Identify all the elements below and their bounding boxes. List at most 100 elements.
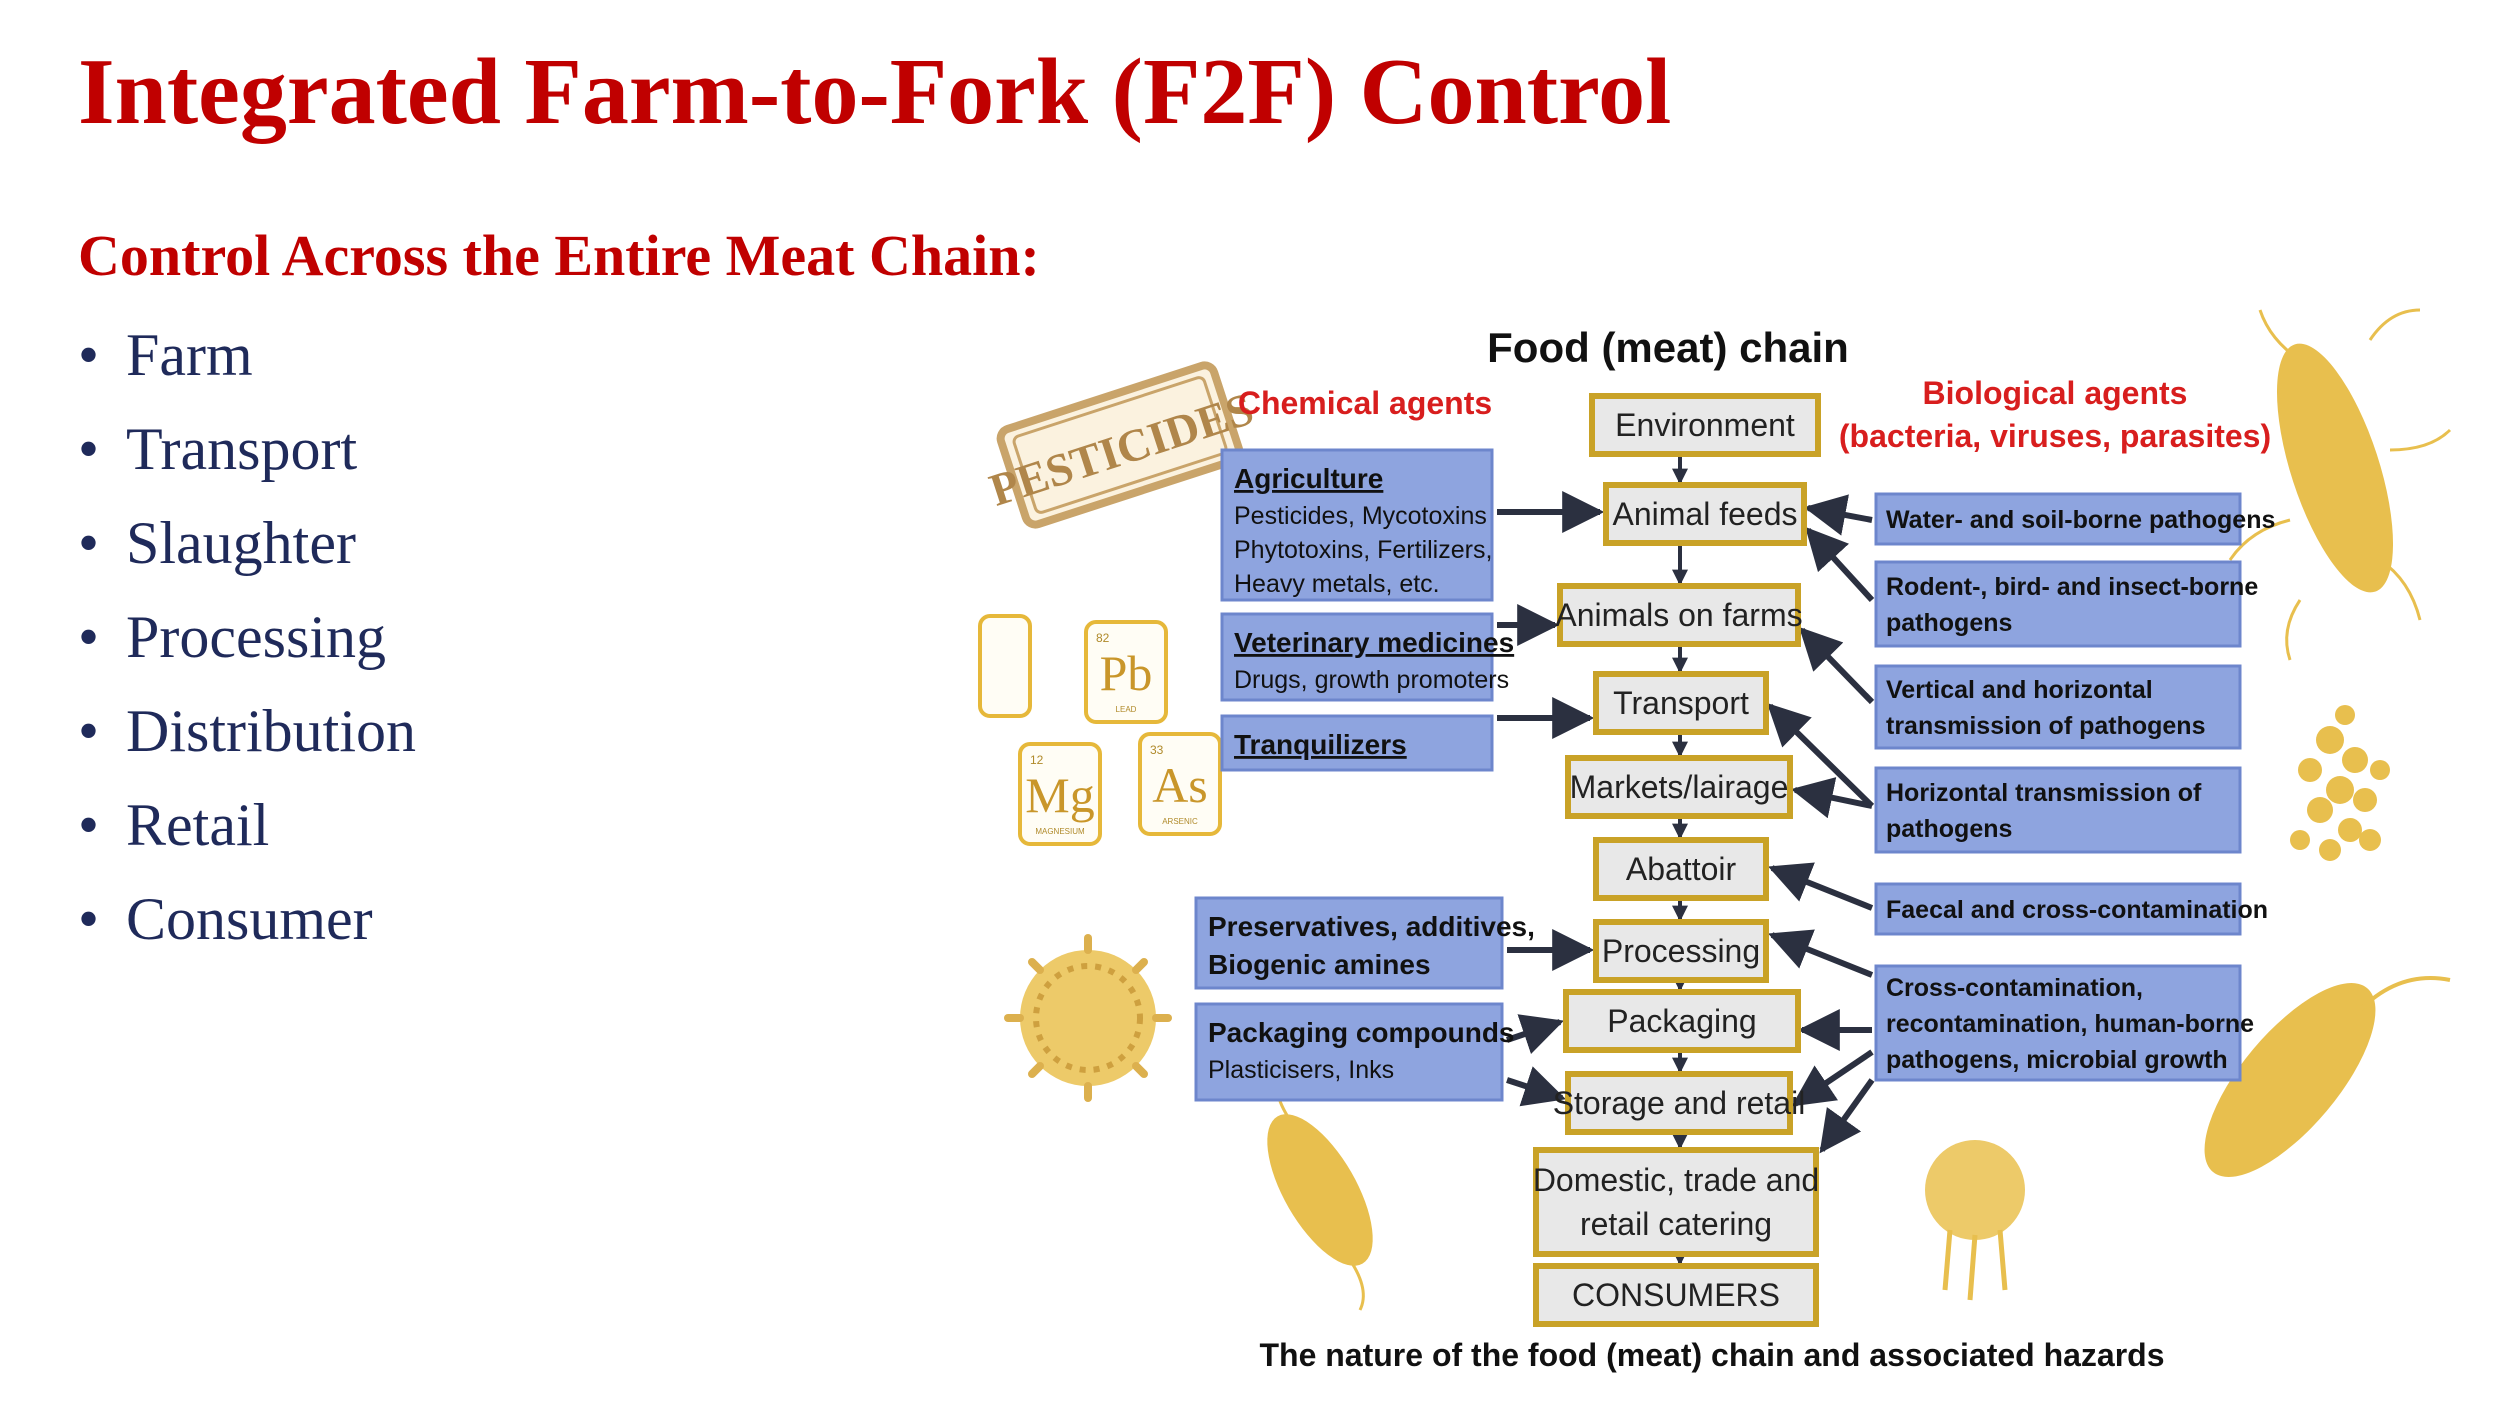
chemical-box-text: Drugs, growth promoters <box>1234 666 1509 694</box>
arrow-connector <box>1803 494 1873 536</box>
bullet-item: • Retail <box>78 778 416 872</box>
bullet-text: Slaughter <box>126 510 356 576</box>
bullet-item: • Distribution <box>78 684 416 778</box>
chain-box: Animal feeds <box>1603 482 1807 546</box>
biological-box-text: pathogens <box>1886 815 2012 843</box>
chemical-box-text: Heavy metals, etc. <box>1234 570 1440 598</box>
arrow-connector <box>1805 526 1875 603</box>
bullet-text: Farm <box>126 322 253 388</box>
chain-box: Transport <box>1593 671 1769 735</box>
chemical-box-text: Plasticisers, Inks <box>1208 1056 1394 1084</box>
bullet-dot-icon: • <box>78 322 100 388</box>
biological-agents-heading: Biological agents (bacteria, viruses, pa… <box>1839 375 2271 454</box>
chemical-box-heading: Veterinary medicines <box>1234 627 1514 658</box>
hairy-bacterium-icon <box>1267 1069 1373 1311</box>
chain-box-label: Environment <box>1615 407 1795 443</box>
chain-box: CONSUMERS <box>1533 1263 1819 1327</box>
arrow-connector <box>1791 1049 1874 1107</box>
chain-box-label: Animal feeds <box>1613 496 1798 532</box>
chain-box-label: Domestic, trade and <box>1533 1162 1819 1198</box>
biological-boxes: Water- and soil-borne pathogensRodent-, … <box>1874 492 2275 1082</box>
biological-box-text: Vertical and horizontal <box>1886 676 2153 704</box>
element-number: 82 <box>1096 631 1110 645</box>
element-number: 33 <box>1150 743 1164 757</box>
biological-heading-line: (bacteria, viruses, parasites) <box>1839 418 2271 454</box>
bacteria-cluster-icon <box>2290 705 2390 861</box>
element-symbol: As <box>1152 757 1208 813</box>
arrow-connector <box>1768 929 1874 978</box>
chemical-box-text: Phytotoxins, Fertilizers, <box>1234 536 1492 564</box>
page-title: Integrated Farm-to-Fork (F2F) Control <box>78 40 1672 144</box>
chain-box-label: Abattoir <box>1626 851 1737 887</box>
bullet-text: Processing <box>126 604 386 670</box>
chemical-box-heading: Biogenic amines <box>1208 949 1431 980</box>
chain-box-label: Transport <box>1613 685 1749 721</box>
chain-box-label: Markets/lairage <box>1570 769 1789 805</box>
virus-icon <box>1004 934 1172 1102</box>
element-number: 12 <box>1030 753 1044 767</box>
decorative-illustrations <box>1004 308 2452 1311</box>
arrow-connector <box>1767 703 1875 809</box>
bullet-item: • Farm <box>78 308 416 402</box>
chemical-box-text: Pesticides, Mycotoxins <box>1234 502 1487 530</box>
bullet-dot-icon: • <box>78 604 100 670</box>
biological-box-text: Water- and soil-borne pathogens <box>1886 506 2275 534</box>
bullet-dot-icon: • <box>78 698 100 764</box>
chain-box-label: Animals on farms <box>1555 597 1802 633</box>
biological-hazard-box: Cross-contamination, recontamination, hum… <box>1874 964 2254 1082</box>
chain-box: Markets/lairage <box>1565 755 1793 819</box>
chain-box: Animals on farms <box>1555 583 1803 647</box>
chain-box: Abattoir <box>1593 837 1769 901</box>
bacillus-icon <box>2204 976 2451 1177</box>
element-name: ARSENIC <box>1162 817 1198 826</box>
chain-box: Storage and retail <box>1553 1071 1806 1135</box>
arrow-connector <box>1819 1078 1875 1154</box>
chain-box: Packaging <box>1563 989 1801 1053</box>
diagram-title: Food (meat) chain <box>1487 324 1849 371</box>
bullet-dot-icon: • <box>78 886 100 952</box>
bullet-text: Retail <box>126 792 270 858</box>
bullet-item: •Consumer <box>78 872 416 966</box>
biological-box-text: pathogens, microbial growth <box>1886 1046 2228 1074</box>
chain-box-label: retail catering <box>1580 1206 1772 1242</box>
bullet-list: •Farm •Transport •Slaughter •Processing … <box>78 308 416 966</box>
biological-heading-line: Biological agents <box>1923 375 2188 411</box>
chain-box-label: Processing <box>1602 933 1760 969</box>
bullet-dot-icon: • <box>78 510 100 576</box>
chemical-hazard-box: Preservatives, additives, Biogenic amines <box>1194 896 1535 990</box>
biological-box-text: Cross-contamination, <box>1886 974 2143 1002</box>
arrow-connector <box>1768 862 1874 911</box>
biological-box-text: Rodent-, bird- and insect-borne <box>1886 573 2258 601</box>
chemical-box-heading: Tranquilizers <box>1234 729 1407 760</box>
arrow-connector <box>1799 626 1875 705</box>
connector-arrows <box>1497 456 1875 1266</box>
element-name: LEAD <box>1116 705 1137 714</box>
bullet-dot-icon: • <box>78 792 100 858</box>
element-tile-partial <box>978 614 1032 718</box>
bullet-item: •Transport <box>78 402 416 496</box>
page-subtitle: Control Across the Entire Meat Chain: <box>78 223 1040 288</box>
chain-box-label: Storage and retail <box>1553 1085 1806 1121</box>
bullet-text: Distribution <box>126 698 417 764</box>
biological-box-text: Horizontal transmission of <box>1886 779 2202 807</box>
bullet-item: • Slaughter <box>78 496 416 590</box>
bacterium-icon <box>2228 308 2452 661</box>
chain-box: Processing <box>1593 919 1769 983</box>
bullet-text: Transport <box>126 416 358 482</box>
chemical-agents-heading: Chemical agents <box>1238 385 1492 421</box>
biological-hazard-box: Faecal and cross-contamination <box>1874 882 2268 936</box>
element-symbol: Pb <box>1100 645 1153 701</box>
biological-box-text: transmission of pathogens <box>1886 712 2205 740</box>
chemical-box-heading: Preservatives, additives, <box>1208 911 1535 942</box>
biological-box-text: recontamination, human-borne <box>1886 1010 2254 1038</box>
chemical-box-heading: Agriculture <box>1234 463 1383 494</box>
bullet-item: • Processing <box>78 590 416 684</box>
arrow-connector <box>1790 777 1873 819</box>
diagram-caption: The nature of the food (meat) chain and … <box>1259 1337 2164 1373</box>
